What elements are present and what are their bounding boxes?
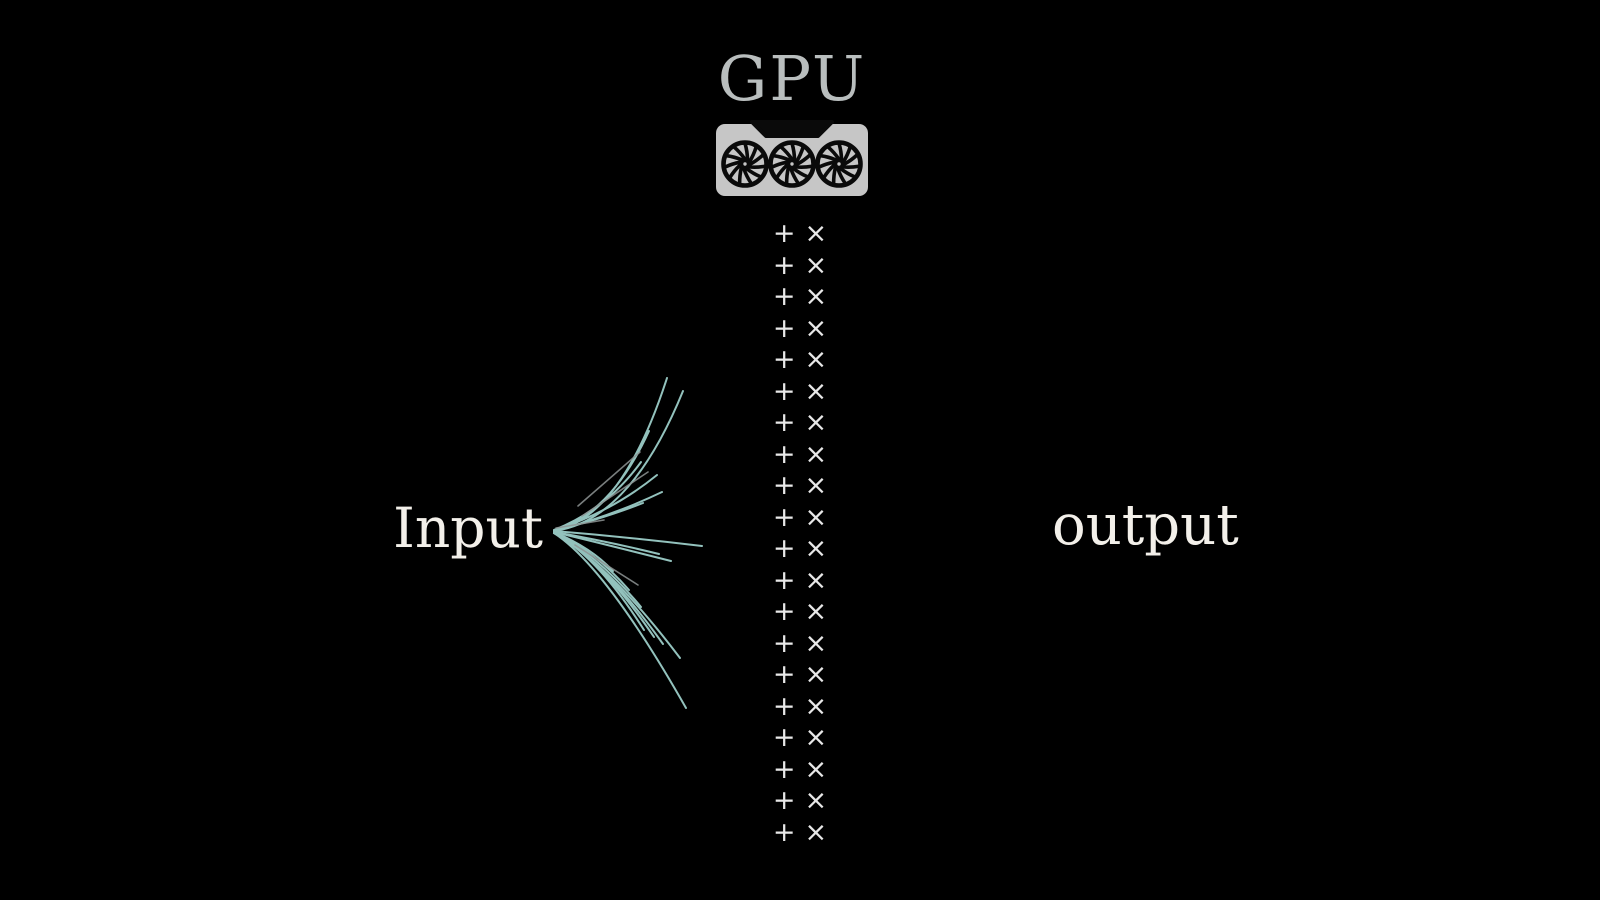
times-symbol: × xyxy=(804,501,828,533)
times-symbol: × xyxy=(804,722,828,753)
fan-icon xyxy=(815,140,863,188)
op-row: +× xyxy=(770,376,830,408)
times-symbol: × xyxy=(804,249,828,281)
op-row: +× xyxy=(770,470,830,502)
op-row: +× xyxy=(770,628,830,660)
fan-icon xyxy=(768,140,816,188)
spray-teal-lines xyxy=(553,377,703,709)
output-label: output xyxy=(1052,493,1239,558)
op-row: +× xyxy=(770,313,830,345)
times-symbol: × xyxy=(804,564,828,596)
times-symbol: × xyxy=(804,753,828,785)
op-row: +× xyxy=(770,785,830,817)
times-symbol: × xyxy=(804,690,828,722)
fan-icon xyxy=(721,140,769,188)
plus-symbol: + xyxy=(772,438,796,470)
times-symbol: × xyxy=(804,659,828,690)
op-row: +× xyxy=(770,502,830,534)
plus-symbol: + xyxy=(772,785,796,816)
plus-symbol: + xyxy=(772,690,796,722)
times-symbol: × xyxy=(804,218,828,249)
spray-gray-lines xyxy=(555,451,649,586)
times-symbol: × xyxy=(804,533,828,564)
times-symbol: × xyxy=(804,438,828,470)
times-symbol: × xyxy=(804,596,828,627)
op-row: +× xyxy=(770,218,830,250)
op-row: +× xyxy=(770,281,830,313)
op-row: +× xyxy=(770,565,830,597)
op-row: +× xyxy=(770,722,830,754)
plus-symbol: + xyxy=(772,312,796,344)
plus-symbol: + xyxy=(772,501,796,533)
gpu-title: GPU xyxy=(717,42,867,115)
op-row: +× xyxy=(770,250,830,282)
times-symbol: × xyxy=(804,816,828,848)
op-row: +× xyxy=(770,691,830,723)
times-symbol: × xyxy=(804,375,828,407)
op-row: +× xyxy=(770,439,830,471)
plus-symbol: + xyxy=(772,722,796,753)
times-symbol: × xyxy=(804,407,828,438)
times-symbol: × xyxy=(804,785,828,816)
op-row: +× xyxy=(770,407,830,439)
plus-symbol: + xyxy=(772,816,796,848)
fan-blades xyxy=(817,142,861,186)
plus-symbol: + xyxy=(772,659,796,690)
fan-blades xyxy=(723,142,767,186)
times-symbol: × xyxy=(804,281,828,312)
op-row: +× xyxy=(770,754,830,786)
times-symbol: × xyxy=(804,312,828,344)
plus-symbol: + xyxy=(772,375,796,407)
plus-symbol: + xyxy=(772,753,796,785)
op-row: +× xyxy=(770,344,830,376)
times-symbol: × xyxy=(804,470,828,501)
plus-symbol: + xyxy=(772,281,796,312)
plus-symbol: + xyxy=(772,470,796,501)
gpu-card-icon xyxy=(716,120,868,196)
plus-symbol: + xyxy=(772,407,796,438)
fan-blades xyxy=(770,142,814,186)
plus-symbol: + xyxy=(772,344,796,375)
op-row: +× xyxy=(770,817,830,849)
times-symbol: × xyxy=(804,344,828,375)
input-spray-lines-icon xyxy=(553,377,703,709)
gpu-card-notch xyxy=(750,120,834,138)
ops-column: +×+×+×+×+×+×+×+×+×+×+×+×+×+×+×+×+×+×+×+× xyxy=(770,218,830,848)
plus-symbol: + xyxy=(772,564,796,596)
plus-symbol: + xyxy=(772,533,796,564)
plus-symbol: + xyxy=(772,249,796,281)
plus-symbol: + xyxy=(772,627,796,659)
times-symbol: × xyxy=(804,627,828,659)
plus-symbol: + xyxy=(772,596,796,627)
op-row: +× xyxy=(770,533,830,565)
op-row: +× xyxy=(770,596,830,628)
op-row: +× xyxy=(770,659,830,691)
input-label: Input xyxy=(393,496,543,560)
plus-symbol: + xyxy=(772,218,796,249)
